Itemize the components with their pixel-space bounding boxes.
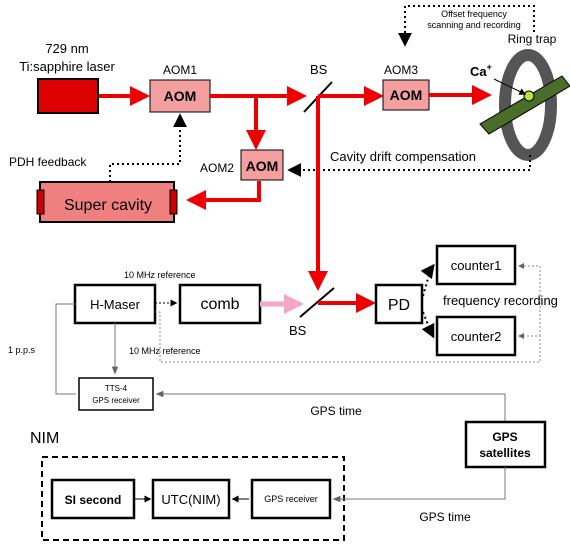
laser-wavelength-label: 729 nm bbox=[45, 41, 88, 56]
aom2-box bbox=[240, 149, 284, 181]
offset-label-line2: scanning and recording bbox=[427, 20, 521, 30]
tts-label-line2: GPS receiver bbox=[92, 396, 140, 405]
gps-time-upper-label: GPS time bbox=[310, 404, 362, 418]
gps-sat-to-tts-link bbox=[155, 390, 506, 422]
utc-label: UTC(NIM) bbox=[161, 492, 220, 507]
pd-to-counter2-link bbox=[421, 311, 435, 339]
counter2-box bbox=[435, 315, 517, 357]
ion-pointer bbox=[493, 78, 527, 95]
offset-frequency-link bbox=[398, 5, 535, 47]
ref-to-counter1-link bbox=[520, 265, 541, 336]
gps-sat-line2: satellites bbox=[479, 446, 531, 460]
beam-aom2-to-cavity bbox=[186, 181, 261, 210]
ion-label: Ca+ bbox=[470, 62, 492, 79]
pdh-label: PDH feedback bbox=[9, 155, 87, 169]
pd-to-counter1-link bbox=[420, 263, 435, 297]
gps-receiver-box bbox=[250, 478, 332, 520]
bs-top-label: BS bbox=[310, 62, 328, 77]
ref-top-label: 10 MHz reference bbox=[124, 270, 196, 280]
counter1-ref-arrowhead bbox=[518, 263, 524, 269]
laser-box bbox=[37, 78, 99, 114]
pd-box bbox=[374, 283, 424, 325]
hmaser-label: H-Maser bbox=[90, 297, 141, 312]
pd-label: PD bbox=[388, 297, 410, 314]
gps-receiver-label: GPS receiver bbox=[264, 494, 318, 504]
counter1-box bbox=[435, 244, 517, 286]
ring-trap-label: Ring trap bbox=[508, 32, 557, 46]
laser-type-label: Ti:sapphire laser bbox=[19, 59, 115, 74]
bs-bottom-label: BS bbox=[289, 323, 307, 338]
ref-to-counters-link bbox=[155, 311, 541, 363]
trap-rod bbox=[479, 75, 570, 135]
aom3-text: AOM bbox=[390, 87, 423, 103]
offset-label-line1: Offset frequency bbox=[441, 9, 507, 19]
cavity-mirror-right bbox=[169, 189, 178, 215]
drift-label: Cavity drift compensation bbox=[330, 149, 476, 164]
utc-box bbox=[151, 478, 231, 520]
comb-label: comb bbox=[200, 296, 239, 313]
si-second-label: SI second bbox=[65, 493, 122, 507]
aom3-label: AOM3 bbox=[384, 63, 418, 77]
gps-satellites-box bbox=[464, 420, 547, 469]
ref-mid-label: 10 MHz reference bbox=[129, 346, 201, 356]
ring-trap bbox=[499, 49, 557, 161]
freq-recording-label: frequency recording bbox=[443, 293, 558, 308]
gps-sat-to-receiver-link bbox=[332, 467, 506, 503]
beam-splitter-bottom bbox=[299, 287, 335, 318]
counter1-label: counter1 bbox=[451, 258, 502, 273]
super-cavity-label: Super cavity bbox=[64, 197, 152, 214]
pps-label: 1 p.p.s bbox=[8, 345, 36, 355]
tts-label-line1: TTS-4 bbox=[105, 384, 128, 393]
counter2-ref-arrowhead bbox=[518, 333, 524, 339]
gps-time-lower-label: GPS time bbox=[419, 510, 471, 524]
super-cavity bbox=[39, 181, 175, 223]
aom2-label: AOM2 bbox=[200, 161, 234, 175]
aom1-label: AOM1 bbox=[163, 63, 197, 77]
aom2-text: AOM bbox=[246, 158, 279, 174]
ion bbox=[523, 90, 535, 102]
pdh-feedback-link bbox=[109, 113, 187, 182]
gps-sat-line1: GPS bbox=[492, 430, 517, 444]
tts-box bbox=[78, 377, 154, 411]
aom1-text: AOM bbox=[164, 88, 197, 104]
drift-compensation-link bbox=[287, 155, 531, 177]
cavity-mirror-left bbox=[36, 189, 45, 215]
pps-link bbox=[55, 303, 76, 395]
nim-title: NIM bbox=[30, 430, 59, 447]
counter2-label: counter2 bbox=[451, 329, 502, 344]
si-second-box bbox=[50, 478, 136, 520]
